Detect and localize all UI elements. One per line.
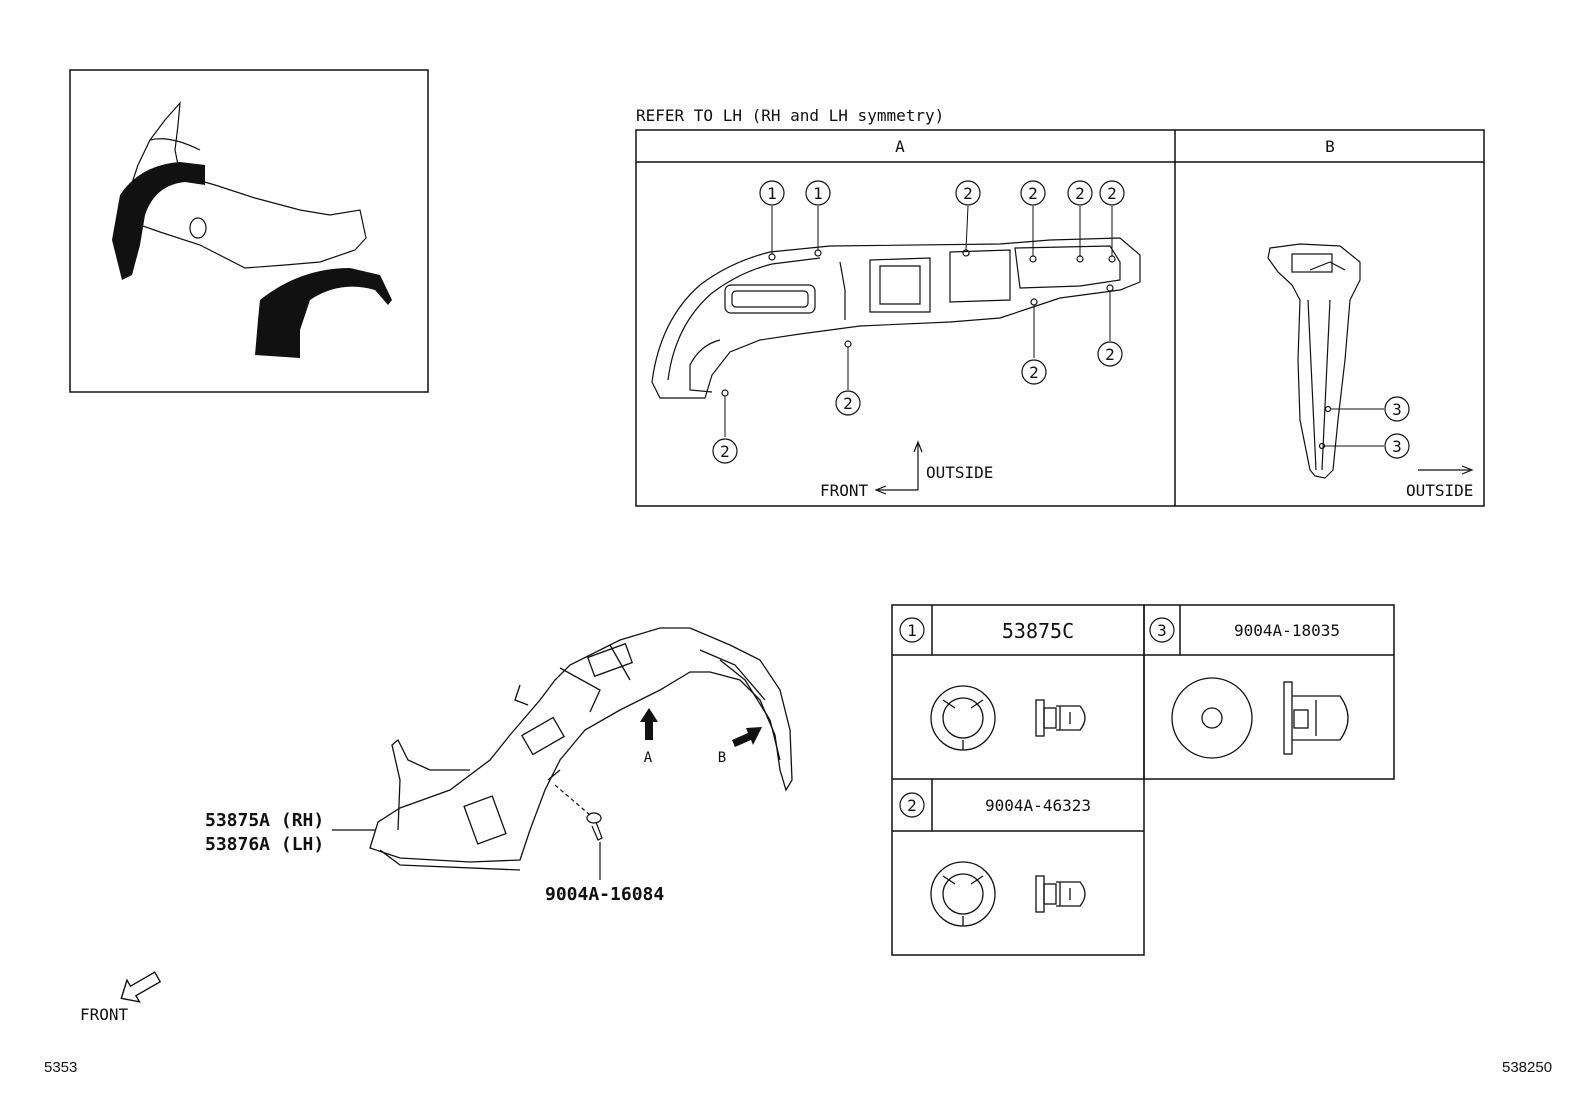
clip-9004a-46323-side-icon	[1035, 875, 1086, 913]
part-number-lh: 53876A (LH)	[205, 834, 324, 855]
part-number-rh: 53875A (RH)	[205, 810, 324, 831]
view-b-header: B	[1325, 137, 1335, 156]
view-b-mount-holes	[1318, 405, 1332, 450]
svg-text:2: 2	[1028, 184, 1038, 203]
view-a-arrow	[640, 708, 658, 740]
callout-2d: 2	[1099, 180, 1125, 206]
front-arrow-icon	[120, 971, 162, 1003]
callout-3a: 3	[1384, 396, 1410, 422]
svg-text:2: 2	[843, 394, 853, 413]
callout-2b: 2	[1020, 180, 1046, 206]
svg-text:3: 3	[1157, 621, 1167, 640]
svg-text:2: 2	[907, 796, 917, 815]
fender-liner-assembly-drawing	[369, 627, 793, 871]
svg-text:1: 1	[907, 621, 917, 640]
clip-9004a-46323-top-icon	[930, 861, 996, 927]
callout-2f: 2	[1097, 341, 1123, 367]
parts-table	[891, 604, 1395, 956]
locator-view	[69, 69, 429, 393]
table-cell-1-index: 1	[899, 617, 925, 643]
view-b-leader-lines	[1325, 408, 1384, 447]
rear-liner-silhouette	[255, 268, 392, 358]
svg-text:3: 3	[1392, 400, 1402, 419]
callout-1a: 1	[759, 180, 785, 206]
view-a-front-label: FRONT	[820, 481, 869, 500]
svg-text:2: 2	[1107, 184, 1117, 203]
footer-left-code: 5353	[44, 1059, 78, 1076]
assembly-arrow-a-label: A	[644, 750, 653, 766]
refer-note: REFER TO LH (RH and LH symmetry)	[636, 106, 944, 125]
svg-text:1: 1	[767, 184, 777, 203]
callout-2c: 2	[1067, 180, 1093, 206]
svg-text:2: 2	[1075, 184, 1085, 203]
assembly-arrow-b-label: B	[718, 750, 726, 766]
svg-text:2: 2	[1105, 345, 1115, 364]
clip-53875c-top-icon	[930, 685, 996, 751]
table-cell-2-index: 2	[899, 792, 925, 818]
clip-9004a-18035-top-icon	[1171, 677, 1253, 759]
callout-2g: 2	[835, 390, 861, 416]
locator-frame	[69, 69, 429, 393]
front-indicator-label: FRONT	[80, 1005, 129, 1024]
svg-text:2: 2	[720, 442, 730, 461]
table-cell-3-part: 9004A-18035	[1234, 621, 1340, 640]
view-b-outside-label: OUTSIDE	[1406, 481, 1473, 500]
screw-icon	[554, 784, 603, 880]
callout-1b: 1	[805, 180, 831, 206]
view-a-header: A	[895, 137, 905, 156]
callout-2e: 2	[1021, 359, 1047, 385]
view-a-direction-arrows	[874, 440, 923, 495]
callout-2a: 2	[955, 180, 981, 206]
svg-text:1: 1	[813, 184, 823, 203]
view-b-liner-drawing	[1267, 243, 1361, 479]
detail-table	[635, 129, 1485, 507]
footer-right-code: 538250	[1502, 1059, 1553, 1076]
screw-part-number: 9004A-16084	[545, 884, 664, 905]
callout-2h: 2	[712, 438, 738, 464]
svg-text:2: 2	[963, 184, 973, 203]
view-a-leader-lines	[724, 205, 1113, 437]
front-liner-silhouette	[112, 162, 205, 280]
view-b-outside-arrow	[1418, 465, 1474, 475]
callout-3b: 3	[1384, 433, 1410, 459]
table-cell-2-part: 9004A-46323	[985, 796, 1091, 815]
clip-9004a-18035-side-icon	[1283, 681, 1349, 755]
svg-text:3: 3	[1392, 437, 1402, 456]
svg-text:2: 2	[1029, 363, 1039, 382]
table-cell-3-index: 3	[1149, 617, 1175, 643]
view-a-liner-drawing	[651, 237, 1141, 399]
view-a-outside-label: OUTSIDE	[926, 463, 993, 482]
table-cell-1-part: 53875C	[1002, 619, 1074, 643]
clip-53875c-side-icon	[1035, 699, 1086, 737]
view-b-arrow	[732, 727, 762, 747]
